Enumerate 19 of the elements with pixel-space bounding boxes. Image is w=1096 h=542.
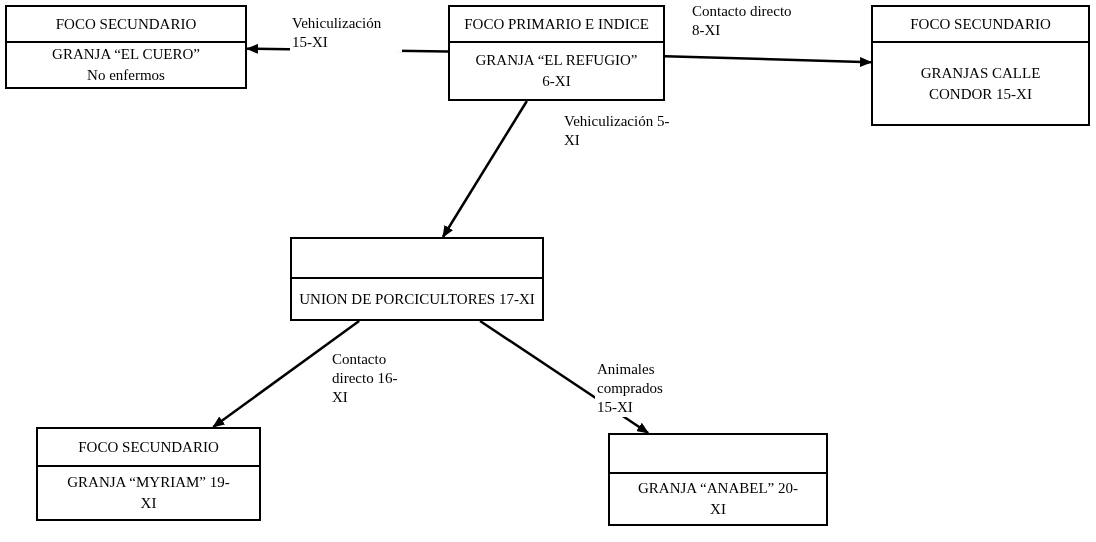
process-box xyxy=(871,5,1090,126)
process-box xyxy=(290,237,544,321)
box-heading: FOCO SECUNDARIO xyxy=(78,437,219,457)
box-heading: FOCO PRIMARIO E INDICE xyxy=(464,14,649,34)
process-box xyxy=(5,5,247,89)
box-text: UNION DE PORCICULTORES 17-XI xyxy=(299,289,535,309)
box-text: GRANJAS CALLE CONDOR 15-XI xyxy=(920,63,1041,104)
box-text: GRANJA “EL CUERO” No enfermos xyxy=(51,45,201,85)
process-box xyxy=(448,5,665,101)
box-heading: FOCO SECUNDARIO xyxy=(55,14,197,34)
arrow xyxy=(664,54,872,67)
box-text: GRANJA “EL REFUGIO” 6-XI xyxy=(474,51,639,91)
box-text: GRANJA “ANABEL” 20-XI xyxy=(637,479,799,519)
arrow xyxy=(441,100,528,238)
box-text: GRANJA “MYRIAM” 19-XI xyxy=(66,473,231,513)
box-heading: FOCO SECUNDARIO xyxy=(910,14,1051,34)
process-box xyxy=(608,433,828,526)
process-box xyxy=(36,427,261,521)
arrow xyxy=(212,320,360,428)
